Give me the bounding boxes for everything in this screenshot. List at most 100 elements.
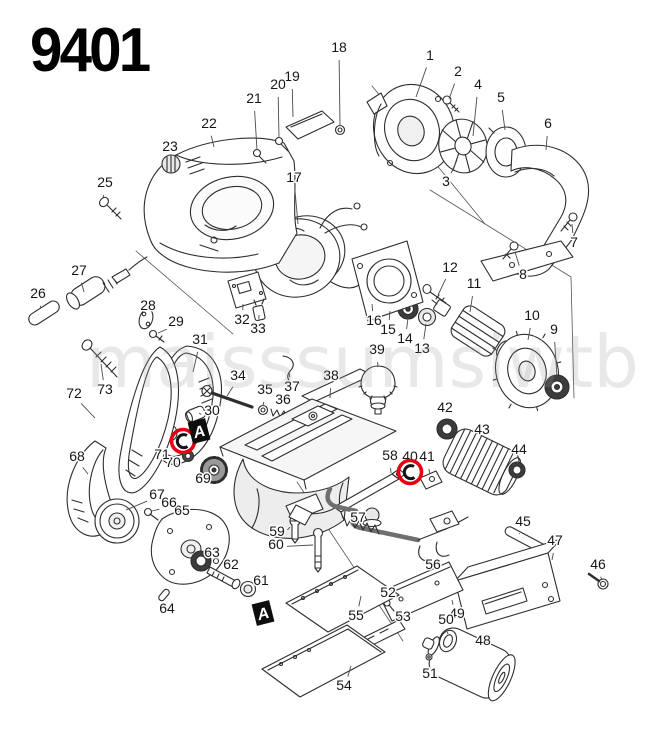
leader-line-part-59 — [287, 526, 291, 531]
part-number-43: 43 — [474, 421, 490, 437]
part-number-29: 29 — [168, 313, 184, 329]
leader-line-part-46 — [600, 576, 603, 581]
part-number-62: 62 — [223, 556, 239, 572]
leader-line-part-35 — [262, 401, 265, 407]
leader-line-part-20 — [277, 96, 280, 139]
bearing-retainer-drawing — [351, 240, 424, 322]
part-number-4: 4 — [474, 76, 482, 92]
leader-line-part-10 — [527, 327, 531, 341]
part-number-45: 45 — [515, 513, 531, 529]
part-number-61: 61 — [253, 572, 269, 588]
leader-line-part-5 — [501, 109, 506, 131]
part-number-44: 44 — [511, 441, 527, 457]
bearing-9-drawing — [544, 374, 570, 400]
bracket-47-drawing — [454, 538, 562, 630]
pin-64-drawing — [158, 588, 170, 602]
drive-roller-drawing — [442, 428, 522, 496]
shaft-62-drawing — [206, 566, 241, 590]
view-badge-1: A — [187, 418, 211, 444]
name-plate-19-drawing — [285, 110, 335, 140]
washer-13-drawing — [417, 307, 437, 327]
leader-line-part-19 — [291, 88, 294, 118]
leader-line-part-47 — [551, 552, 554, 561]
part-number-35: 35 — [257, 381, 273, 397]
leader-line-part-11 — [469, 295, 473, 313]
part-number-12: 12 — [442, 259, 458, 275]
leader-line-part-68 — [82, 467, 89, 475]
leader-line-part-34 — [226, 386, 234, 397]
leader-line-part-31 — [192, 351, 199, 373]
part-number-68: 68 — [69, 448, 85, 464]
leader-line-part-13 — [423, 323, 427, 340]
leader-line-part-66 — [151, 508, 160, 512]
leader-line-part-1 — [415, 67, 427, 98]
leader-line-part-38 — [329, 387, 331, 399]
part-number-2: 2 — [454, 63, 462, 79]
frame-plate-drawing — [219, 368, 397, 490]
bolt-46-drawing — [587, 572, 609, 590]
leader-line-part-49 — [451, 599, 454, 605]
leader-line-part-17 — [294, 189, 299, 225]
part-number-10: 10 — [524, 307, 540, 323]
part-number-38: 38 — [323, 367, 339, 383]
part-number-58: 58 — [382, 447, 398, 463]
c-ring-glyph — [175, 433, 189, 450]
knob-drawing — [358, 365, 398, 415]
leader-line-part-14 — [406, 317, 409, 330]
cap-61-drawing — [239, 580, 257, 598]
part-number-23: 23 — [162, 138, 178, 154]
ring-50-drawing — [438, 629, 458, 653]
leader-line-part-21 — [254, 110, 258, 151]
part-number-73: 73 — [97, 381, 113, 397]
part-number-41: 41 — [419, 448, 435, 464]
part-number-42: 42 — [437, 399, 453, 415]
bolt-73-drawing — [81, 339, 118, 378]
part-number-71: 71 — [154, 446, 170, 462]
pulley-drawing — [94, 498, 140, 544]
part-number-37: 37 — [284, 378, 300, 394]
switch-drawing — [227, 271, 267, 322]
leader-line-part-3 — [450, 159, 458, 174]
view-badge-letter: A — [191, 423, 207, 443]
part-number-54: 54 — [336, 677, 352, 693]
leader-line-part-18 — [338, 59, 341, 127]
leader-line-part-26 — [39, 305, 42, 309]
leader-line-part-29 — [157, 328, 168, 334]
part-number-13: 13 — [414, 340, 430, 356]
exploded-drawing — [28, 83, 609, 702]
part-number-65: 65 — [174, 502, 190, 518]
screw-25-drawing — [99, 196, 122, 220]
part-number-31: 31 — [192, 331, 208, 347]
part-number-22: 22 — [201, 115, 217, 131]
gear-69-drawing — [200, 456, 228, 484]
screw-51-drawing — [425, 653, 433, 661]
part-number-67: 67 — [149, 486, 165, 502]
leader-line-part-22 — [210, 135, 215, 148]
part-number-64: 64 — [159, 600, 175, 616]
part-number-25: 25 — [97, 174, 113, 190]
part-number-16: 16 — [366, 312, 382, 328]
part-number-60: 60 — [268, 536, 284, 552]
part-number-36: 36 — [275, 391, 291, 407]
part-number-34: 34 — [230, 367, 246, 383]
bolt-7-drawing — [560, 212, 578, 232]
part-number-5: 5 — [497, 89, 505, 105]
leader-line-part-6 — [545, 135, 548, 151]
part-number-15: 15 — [380, 321, 396, 337]
hook-37-drawing — [282, 355, 294, 384]
leader-line-part-16 — [371, 303, 374, 312]
part-number-14: 14 — [397, 330, 413, 346]
part-number-56: 56 — [425, 556, 441, 572]
part-number-63: 63 — [204, 544, 220, 560]
flange-10-drawing — [492, 330, 562, 412]
part-number-39: 39 — [369, 341, 385, 357]
leader-line-part-12 — [437, 278, 447, 296]
part-number-32: 32 — [234, 311, 250, 327]
bearing-42-drawing — [436, 418, 458, 440]
part-number-49: 49 — [449, 605, 465, 621]
labels-and-callouts: 1234567891011121314151617181920212223252… — [29, 38, 608, 695]
part-number-8: 8 — [519, 266, 527, 282]
sleeve-30-drawing — [184, 405, 206, 423]
part-number-30: 30 — [204, 402, 220, 418]
